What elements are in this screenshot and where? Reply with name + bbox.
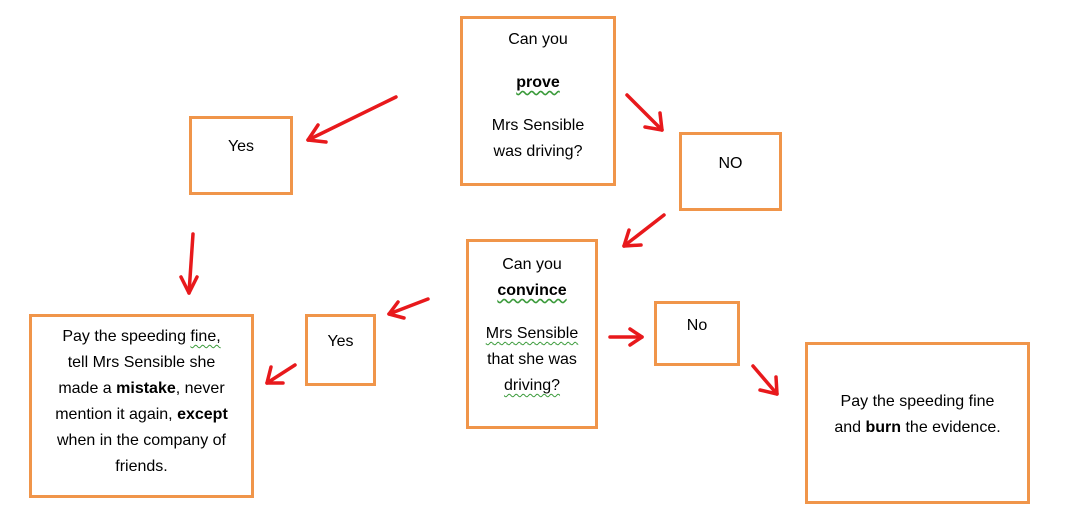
- outcome-left-line3a: made a: [58, 380, 117, 397]
- yes-label-2: Yes: [327, 333, 354, 350]
- outcome-left-line4b: except: [177, 406, 228, 423]
- outcome-left-line2: tell Mrs Sensible she: [67, 354, 216, 371]
- q2-line5: driving?: [503, 377, 561, 394]
- outcome-right-line2b: burn: [865, 419, 902, 436]
- q2-line4: that she was: [487, 351, 577, 368]
- yes-box-2: Yes: [305, 314, 376, 386]
- outcome-left-line6: friends.: [115, 458, 168, 475]
- outcome-left-line3c: , never: [175, 380, 225, 397]
- no-box-2: No: [654, 301, 740, 366]
- outcome-left-line3b: mistake: [116, 380, 176, 397]
- outcome-right-line2c: the evidence.: [901, 419, 1001, 436]
- outcome-right-line1: Pay the speeding fine: [840, 393, 995, 410]
- q1-line2: prove: [516, 74, 560, 91]
- arrow-q2-to-yes: [387, 297, 430, 320]
- yes-label-1: Yes: [227, 138, 255, 155]
- arrow-no-to-outcome-right: [751, 364, 779, 396]
- outcome-left-line4a: mention it again,: [55, 406, 178, 423]
- question-convince-box: Can you convince Mrs Sensible that she w…: [466, 239, 598, 429]
- arrow-q1-to-no: [625, 93, 664, 132]
- outcome-right-line2a: and: [834, 419, 866, 436]
- outcome-left-line1b: fine,: [190, 328, 221, 345]
- no-label-1: NO: [718, 155, 743, 172]
- yes-box-1: Yes: [189, 116, 293, 195]
- no-label-2: No: [686, 317, 708, 334]
- q2-line2: convince: [497, 282, 567, 299]
- arrow-no-to-q2: [622, 213, 666, 248]
- outcome-left-line5: when in the company of: [57, 432, 226, 449]
- outcome-left-box: Pay the speeding fine, tell Mrs Sensible…: [29, 314, 254, 498]
- arrow-q1-to-yes: [306, 95, 398, 144]
- outcome-left-line1a: Pay the speeding: [62, 328, 191, 345]
- outcome-right-box: Pay the speeding fine and burn the evide…: [805, 342, 1030, 504]
- q1-line1: Can you: [508, 31, 568, 48]
- no-box-1: NO: [679, 132, 782, 211]
- q1-line4: was driving?: [493, 143, 583, 160]
- arrow-q2-to-no: [608, 327, 644, 347]
- arrow-yes-to-outcome-left-2: [265, 363, 297, 385]
- arrow-yes-to-outcome-left: [179, 232, 199, 295]
- q1-line3: Mrs Sensible: [491, 117, 585, 134]
- q2-line3: Mrs Sensible: [485, 325, 579, 342]
- q2-line1: Can you: [502, 256, 562, 273]
- question-prove-box: Can you prove Mrs Sensible was driving?: [460, 16, 616, 186]
